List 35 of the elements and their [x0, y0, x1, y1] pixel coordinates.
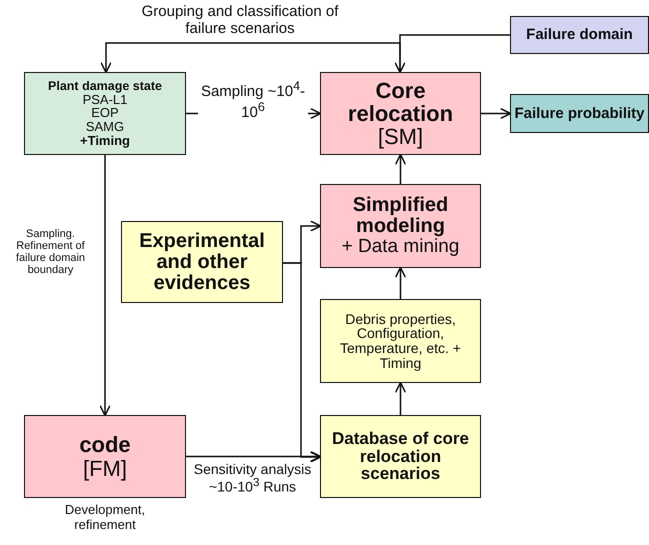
arrow — [99, 155, 111, 416]
box-text: + Data mining — [340, 237, 460, 257]
box-text: PSA-L1 — [82, 92, 128, 106]
box-text: [FM] — [82, 456, 128, 480]
box-text: SAMG — [84, 120, 126, 134]
process-box — [320, 184, 481, 268]
process-box — [24, 415, 186, 498]
box-title: Plant damage state — [47, 80, 163, 93]
process-box — [510, 94, 649, 133]
arrow — [394, 34, 510, 74]
box-title: Failure domain — [525, 27, 634, 43]
box-title: Database of core relocation scenarios — [331, 430, 470, 484]
arrow — [100, 42, 401, 74]
box-title: Simplified modeling — [352, 195, 450, 238]
arrow — [394, 266, 406, 299]
process-box — [320, 415, 481, 498]
process-box — [121, 221, 283, 303]
box-title: Failure probability — [513, 106, 646, 122]
box-text: [SM] — [376, 125, 424, 148]
box-title: Experimental and other evidences — [138, 230, 266, 294]
arrow — [283, 262, 322, 463]
box-text: EOP — [90, 106, 120, 120]
box-text: +Timing — [79, 134, 131, 148]
box-title: Debris properties, Configuration, Temperature, etc. + Timing — [338, 312, 462, 370]
arrow — [481, 108, 512, 120]
box-title: Core relocation — [346, 78, 454, 126]
arrow — [394, 154, 406, 184]
node-note: Development, refinement — [64, 503, 146, 533]
process-box — [320, 72, 481, 155]
arrow — [394, 382, 406, 415]
process-box — [510, 16, 649, 54]
arrow — [186, 450, 322, 462]
box-title: code — [78, 433, 132, 456]
process-box — [24, 72, 186, 155]
process-box — [320, 299, 481, 383]
